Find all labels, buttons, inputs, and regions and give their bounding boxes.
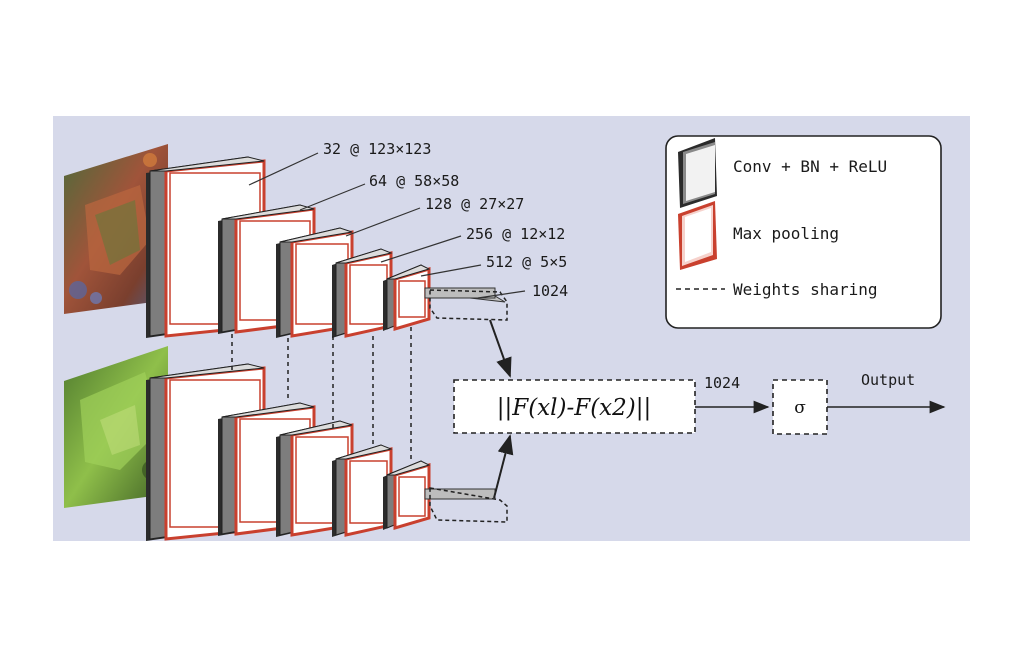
sigma-box [772,379,828,435]
distance-output-label: 1024 [704,374,740,392]
arrow-top-to-distance [489,319,512,378]
legend-box [665,135,942,329]
label-leader-lines [248,152,526,299]
distance-box [453,379,696,434]
output-label: Output [861,371,915,389]
bottom-feature-map-4 [332,444,393,537]
top-feature-map-5 [383,264,431,332]
layer-label-2: 64 @ 58×58 [369,172,459,190]
legend-conv-icon [678,138,717,208]
weights-sharing-connectors [231,327,412,462]
top-branch-blocks [146,156,431,338]
top-feature-map-4 [332,248,393,338]
legend-pool-icon [678,201,717,270]
layer-label-1: 32 @ 123×123 [323,140,431,158]
input-image-1 [64,144,168,314]
legend-pool-label: Max pooling [733,224,839,243]
bottom-branch-blocks [146,363,431,541]
legend-conv-label: Conv + BN + ReLU [733,157,887,176]
legend: Conv + BN + ReLU Max pooling Weights sha… [665,135,942,329]
legend-share-label: Weights sharing [733,280,878,299]
fc-layer-top [424,287,508,321]
bottom-feature-map-5 [383,460,431,531]
layer-label-4: 256 @ 12×12 [466,225,565,243]
sigma-symbol: σ [794,398,806,418]
fc-label: 1024 [532,282,568,300]
input-image-2 [64,346,168,508]
layer-label-3: 128 @ 27×27 [425,195,524,213]
distance-formula: ||F(xl)-F(x2)|| [497,395,652,421]
arrow-bottom-to-distance [493,434,514,499]
layer-label-5: 512 @ 5×5 [486,253,567,271]
